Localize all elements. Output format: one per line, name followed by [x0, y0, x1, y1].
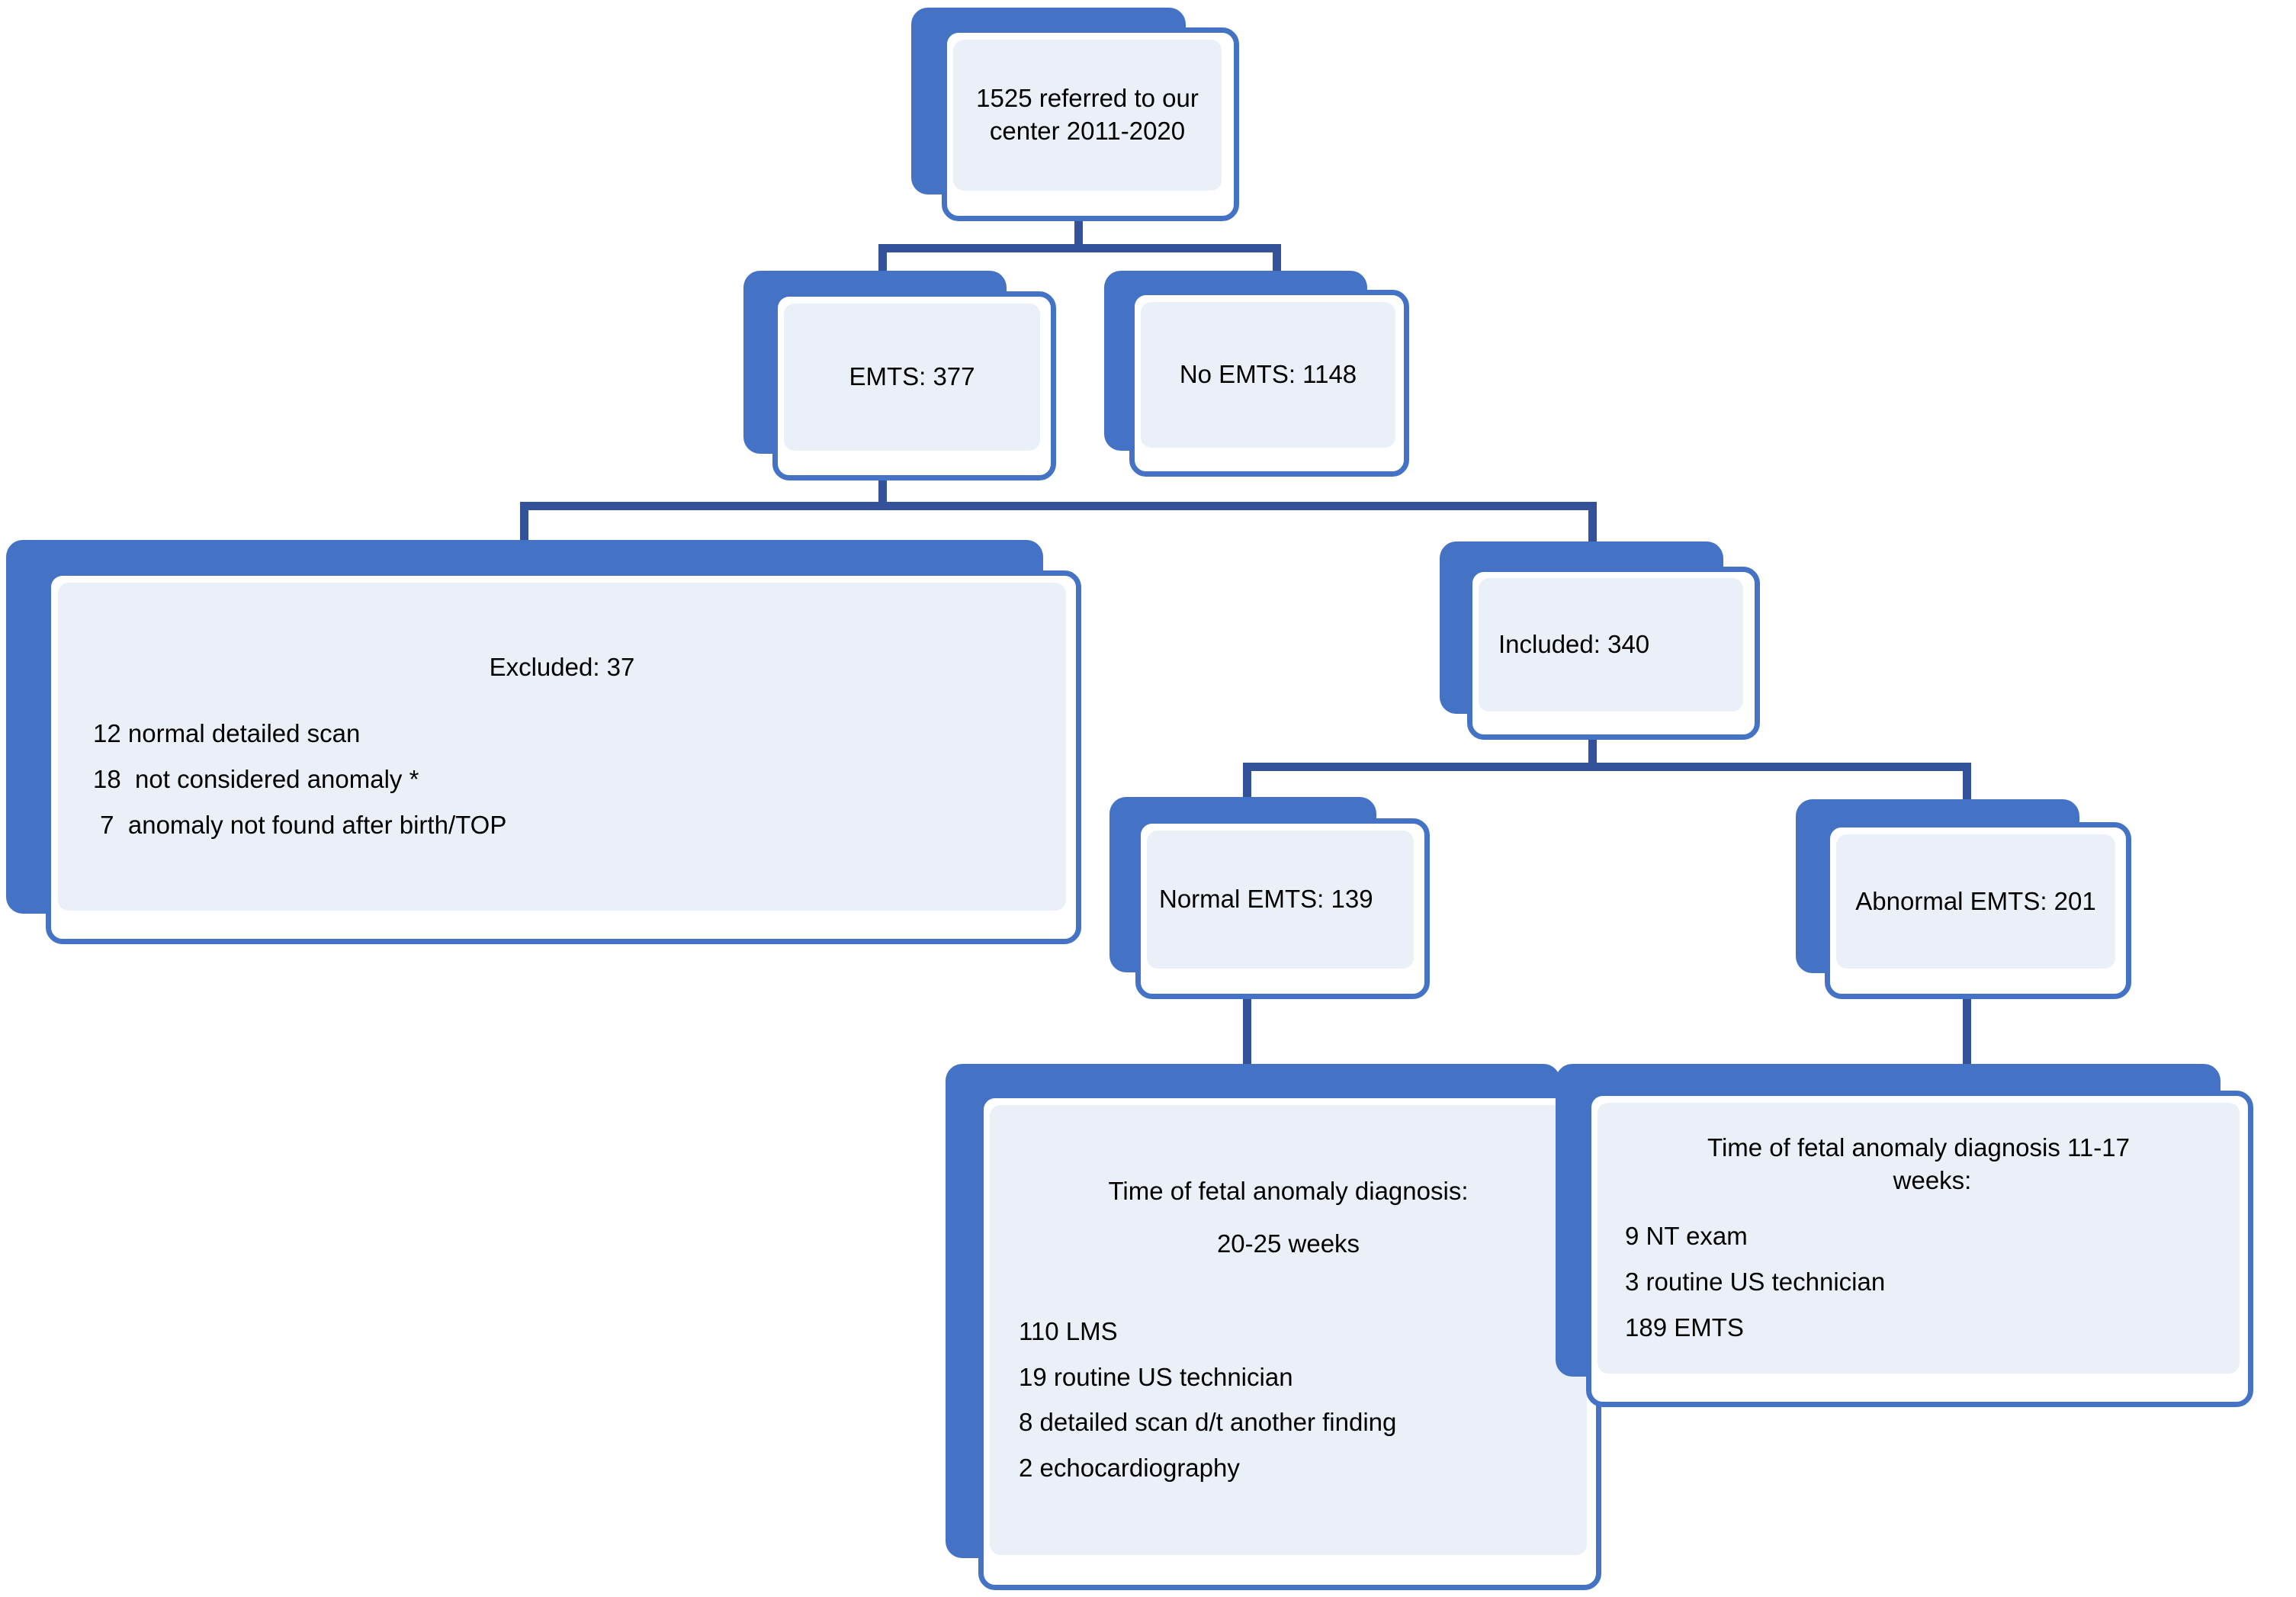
node-detail-list: 9 NT exam 3 routine US technician 189 EM… [1625, 1220, 2240, 1345]
list-item: 18 not considered anomaly * [93, 765, 419, 793]
list-item: 9 NT exam [1625, 1222, 1748, 1251]
node-excluded[interactable]: Excluded: 37 12 normal detailed scan 18 … [6, 540, 1081, 944]
connector-abnormal-detail [1963, 991, 1971, 1068]
node-detail-list: 110 LMS 19 routine US technician 8 detai… [1019, 1316, 1587, 1486]
node-title: 1525 referred to our center 2011-2020 [976, 84, 1199, 145]
list-item: 2 echocardiography [1019, 1454, 1240, 1483]
node-fill: Time of fetal anomaly diagnosis: 20-25 w… [990, 1105, 1587, 1555]
connector-normal-drop [1243, 763, 1251, 802]
node-fill: Included: 340 [1479, 578, 1743, 712]
node-title-line1: Time of fetal anomaly diagnosis: [1108, 1176, 1469, 1205]
node-title-line1: Time of fetal anomaly diagnosis 11-17 [1707, 1133, 2130, 1162]
node-abnormal-emts[interactable]: Abnormal EMTS: 201 [1796, 799, 2131, 999]
node-title: Normal EMTS: 139 [1159, 885, 1373, 914]
connector-referred-bus [878, 244, 1281, 252]
node-fill: No EMTS: 1148 [1141, 302, 1395, 448]
node-detail-list: 12 normal detailed scan 18 not considere… [93, 718, 1066, 842]
node-title-line2: 20-25 weeks [1216, 1229, 1360, 1258]
node-title: No EMTS: 1148 [1179, 360, 1357, 389]
node-fill: EMTS: 377 [784, 304, 1040, 451]
node-referred[interactable]: 1525 referred to our center 2011-2020 [911, 8, 1239, 221]
spacer [111, 684, 1066, 718]
node-title: Abnormal EMTS: 201 [1855, 886, 2096, 915]
list-item: 12 normal detailed scan [93, 719, 361, 748]
node-emts[interactable]: EMTS: 377 [743, 271, 1056, 480]
connector-included-drop [1588, 502, 1597, 548]
list-item: 8 detailed scan d/t another finding [1019, 1408, 1397, 1437]
node-included[interactable]: Included: 340 [1440, 541, 1760, 740]
node-no-emts[interactable]: No EMTS: 1148 [1104, 271, 1409, 477]
connector-referred-stem [1074, 215, 1083, 252]
list-item: 110 LMS [1019, 1316, 1118, 1345]
spacer [1019, 1261, 1587, 1316]
connector-emts-bus [520, 502, 1597, 510]
node-title: Excluded: 37 [489, 653, 635, 682]
connector-emts-stem [878, 473, 887, 509]
spacer [1625, 1197, 2240, 1220]
list-item: 7 anomaly not found after birth/TOP [93, 810, 507, 839]
node-fill: Normal EMTS: 139 [1147, 831, 1414, 969]
node-fill: Time of fetal anomaly diagnosis 11-17 we… [1598, 1103, 2240, 1374]
list-item: 19 routine US technician [1019, 1362, 1293, 1391]
connector-abnormal-drop [1963, 763, 1971, 802]
node-abnormal-detail[interactable]: Time of fetal anomaly diagnosis 11-17 we… [1556, 1064, 2253, 1407]
connector-normal-detail [1243, 991, 1251, 1068]
node-fill: Excluded: 37 12 normal detailed scan 18 … [58, 583, 1066, 911]
node-normal-emts[interactable]: Normal EMTS: 139 [1109, 797, 1430, 999]
connector-no-emts-drop [1273, 244, 1281, 276]
connector-emts-drop [878, 244, 887, 276]
node-title-line2: weeks: [1893, 1166, 1972, 1195]
node-title: Included: 340 [1498, 630, 1650, 659]
connector-included-stem [1588, 732, 1597, 767]
connector-included-bus [1243, 763, 1971, 771]
connector-excluded-drop [520, 502, 528, 548]
list-item: 189 EMTS [1625, 1313, 1744, 1342]
node-fill: 1525 referred to our center 2011-2020 [953, 40, 1222, 191]
node-title: EMTS: 377 [849, 362, 975, 391]
node-normal-detail[interactable]: Time of fetal anomaly diagnosis: 20-25 w… [946, 1064, 1601, 1590]
node-fill: Abnormal EMTS: 201 [1836, 834, 2115, 969]
list-item: 3 routine US technician [1625, 1267, 1886, 1296]
